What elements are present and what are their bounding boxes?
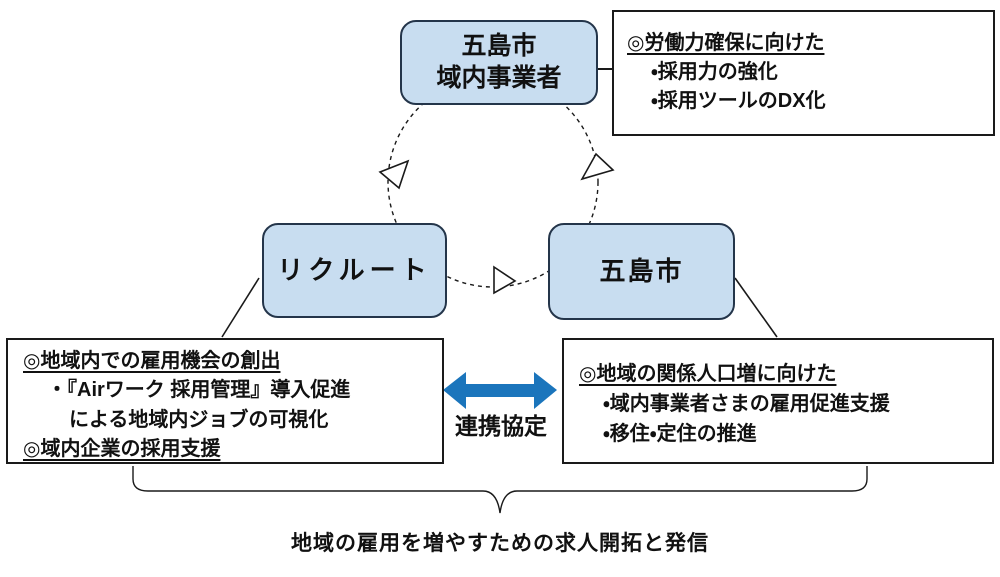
callout-item: ・域内事業者さまの雇用促進支援 (603, 393, 890, 415)
cycle-arrowhead-bottom-icon (493, 265, 517, 295)
node-goto-city: 五島市 (548, 223, 735, 320)
callout-item: ・移住・定住の推進 (603, 423, 757, 445)
connector-right (734, 277, 778, 338)
cycle-arrowhead-left-icon (378, 159, 410, 190)
connector-left (221, 277, 260, 338)
callout-item: による地域内ジョブの可視化 (69, 408, 329, 431)
callout-item: ・採用力の強化 (651, 61, 778, 83)
node-goto-city-businesses: 五島市 域内事業者 (400, 20, 598, 105)
callout-heading: ◎地域の関係人口増に向けた (579, 363, 837, 385)
partnership-agreement-label: 連携協定 (455, 413, 547, 439)
node-label: リクルート (277, 255, 432, 286)
callout-labor-force: ◎労働力確保に向けた ・採用力の強化 ・採用ツールのDX化 (612, 10, 995, 136)
callout-heading: ◎労働力確保に向けた (627, 32, 825, 54)
node-label: 五島市 (599, 256, 684, 287)
callout-city-actions: ◎地域の関係人口増に向けた ・域内事業者さまの雇用促進支援 ・移住・定住の推進 (562, 338, 994, 464)
diagram-caption: 地域の雇用を増やすための求人開拓と発信 (291, 532, 709, 555)
node-label-line1: 五島市 (461, 32, 537, 61)
cycle-circle (387, 76, 599, 288)
callout-heading: ◎地域内での雇用機会の創出 (23, 350, 281, 372)
callout-heading: ◎域内企業の採用支援 (23, 438, 221, 461)
callout-item: ・採用ツールのDX化 (651, 90, 826, 112)
double-arrow-icon (443, 372, 557, 409)
bottom-brace (132, 466, 868, 514)
node-label-line2: 域内事業者 (436, 63, 562, 92)
cycle-arrowhead-right-icon (580, 152, 615, 181)
callout-recruit-actions: ◎地域内での雇用機会の創出 ・『Airワーク 採用管理』導入促進 による地域内ジ… (6, 338, 444, 464)
node-recruit: リクルート (262, 223, 447, 318)
callout-item: ・『Airワーク 採用管理』導入促進 (47, 379, 351, 402)
